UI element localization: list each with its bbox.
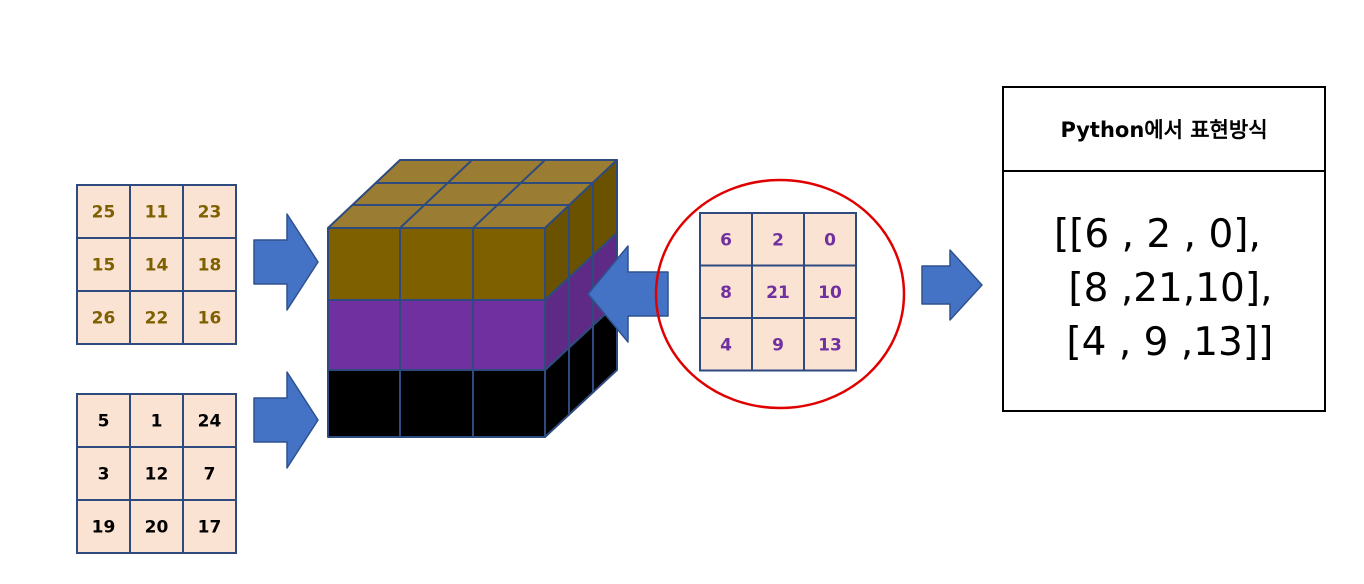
grid-cell <box>803 212 857 267</box>
grid-cell <box>182 446 237 501</box>
grid-cell <box>129 290 184 345</box>
cube-top-divider <box>399 159 473 229</box>
grid-cell-value: 0 <box>824 230 836 250</box>
grid-cell-value: 6 <box>720 230 732 250</box>
grid-cell-value: 15 <box>92 256 116 276</box>
grid-cell-value: 10 <box>818 283 842 303</box>
arrow-right-icon <box>253 213 319 311</box>
grid-cell <box>76 290 131 345</box>
cube-top-divider <box>472 159 546 229</box>
grid-cell <box>129 499 184 554</box>
grid-cell-value: 3 <box>98 465 110 485</box>
grid-cell-value: 1 <box>151 412 163 432</box>
python-code-line-2: [8 ,21,10], <box>1056 266 1273 311</box>
grid-cell-value: 25 <box>92 203 116 223</box>
grid-cell-value: 23 <box>198 203 222 223</box>
grid-cell <box>182 237 237 292</box>
grid-cell-value: 24 <box>198 412 222 432</box>
grid-cell-value: 5 <box>98 412 110 432</box>
grid-cell-value: 22 <box>145 309 169 329</box>
grid-cell-value: 16 <box>198 309 222 329</box>
grid-cell-value: 17 <box>198 518 222 538</box>
grid-cell <box>182 290 237 345</box>
python-box <box>1002 86 1326 412</box>
grid-olive-matrix: 25 11 23 15 14 18 26 22 16 <box>76 184 237 345</box>
grid-cell <box>76 393 131 448</box>
grid-cell <box>751 317 805 372</box>
grid-cell <box>182 184 237 239</box>
grid-black-matrix: 5 1 24 3 12 7 19 20 17 <box>76 393 237 554</box>
python-code-line-1: [[6 , 2 , 0], <box>1054 212 1261 257</box>
grid-cell-value: 13 <box>818 335 842 355</box>
grid-cell-value: 8 <box>720 283 732 303</box>
arrow-left-icon <box>587 245 669 343</box>
grid-cell <box>803 264 857 319</box>
cube-right-divider <box>544 232 618 301</box>
grid-cell-value: 12 <box>145 465 169 485</box>
python-box-title: Python에서 표현방식 <box>1060 118 1268 142</box>
grid-cell-value: 7 <box>204 465 216 485</box>
grid-purple-matrix: 6 2 0 8 21 10 4 9 13 <box>699 212 857 372</box>
grid-cell-value: 11 <box>145 203 169 223</box>
grid-cell <box>76 446 131 501</box>
grid-cell <box>803 317 857 372</box>
grid-cell-value: 26 <box>92 309 116 329</box>
grid-cell-value: 18 <box>198 256 222 276</box>
cube-front-purple <box>327 299 546 371</box>
grid-cell-value: 4 <box>720 335 732 355</box>
arrow-right-icon <box>253 371 319 469</box>
grid-cell <box>129 237 184 292</box>
grid-cell-value: 20 <box>145 518 169 538</box>
cube-front-black <box>327 369 546 438</box>
highlight-ellipse <box>654 178 906 410</box>
grid-cell-value: 21 <box>766 283 790 303</box>
grid-cell <box>182 499 237 554</box>
grid-cell <box>699 317 753 372</box>
grid-cell-value: 2 <box>772 230 784 250</box>
arrow-right-icon <box>921 249 983 321</box>
grid-cell-value: 19 <box>92 518 116 538</box>
python-code-line-3: [4 , 9 ,13]] <box>1054 320 1274 365</box>
cube-front-olive <box>327 227 546 301</box>
cube-3d <box>327 159 618 438</box>
grid-cell-value: 14 <box>145 256 169 276</box>
grid-cell-value: 9 <box>772 335 784 355</box>
